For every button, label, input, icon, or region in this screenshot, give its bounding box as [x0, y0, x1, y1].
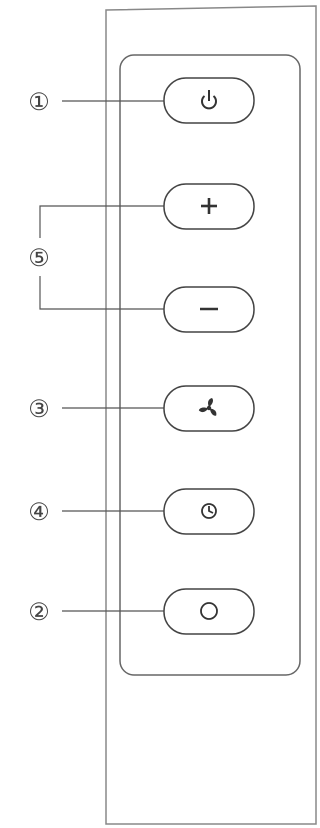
callout-number-1: ①	[28, 88, 50, 116]
plus-button[interactable]	[163, 183, 255, 230]
minus-button[interactable]	[163, 286, 255, 333]
callout-bracket-5-lower	[39, 276, 164, 310]
callout-number-2: ②	[28, 598, 50, 626]
fan-button[interactable]	[163, 385, 255, 432]
circle-icon	[200, 602, 218, 620]
button-panel	[119, 54, 301, 676]
callout-number-5: ⑤	[28, 244, 50, 272]
callout-number-3: ③	[28, 395, 50, 423]
power-icon	[201, 90, 217, 110]
fan-icon	[198, 398, 217, 416]
plus-icon	[201, 198, 217, 214]
timer-button[interactable]	[163, 488, 255, 535]
light-button[interactable]	[163, 588, 255, 635]
power-button[interactable]	[163, 77, 255, 124]
clock-icon	[201, 503, 217, 519]
callout-number-4: ④	[28, 498, 50, 526]
callout-bracket-5	[39, 205, 164, 238]
